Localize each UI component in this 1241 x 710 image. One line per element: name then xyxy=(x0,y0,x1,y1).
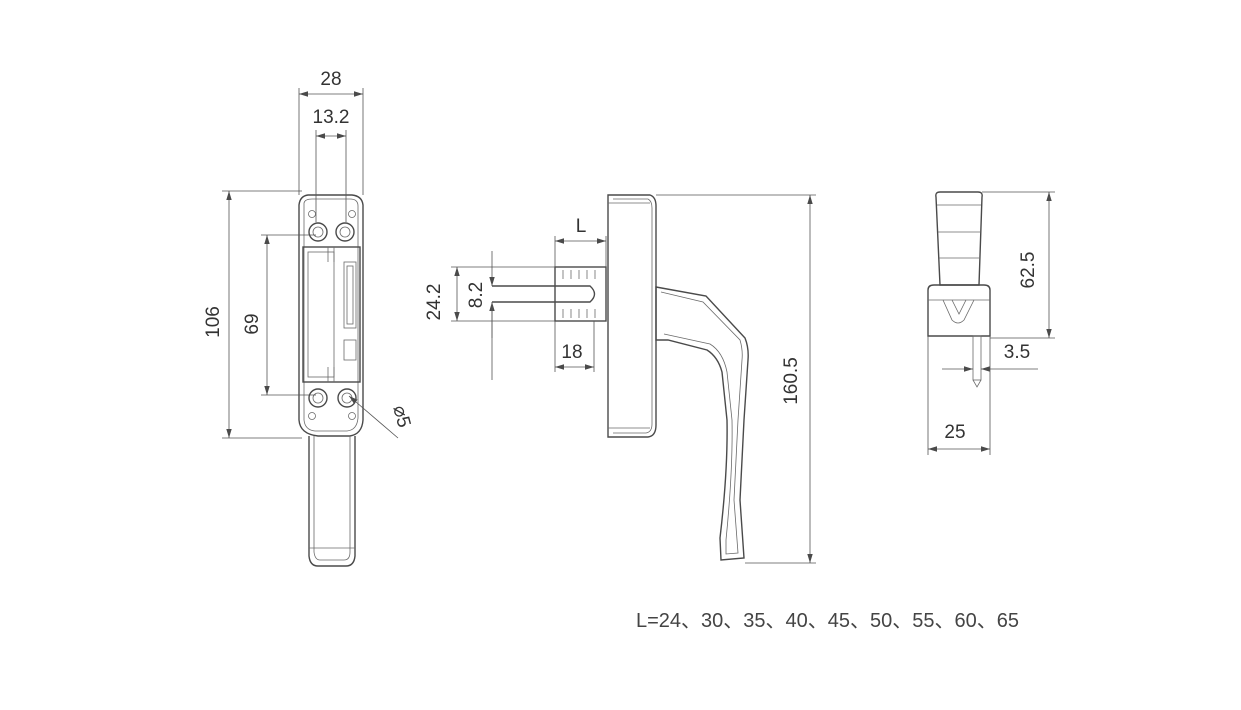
dim-front-width: 28 xyxy=(320,69,341,90)
dim-front-height: 106 xyxy=(203,306,224,338)
mounting-hole-bottom-left xyxy=(308,388,328,408)
dim-hole-diameter: ⌀5 xyxy=(388,403,414,430)
end-view xyxy=(927,191,991,388)
side-view xyxy=(492,194,749,561)
mounting-hole-top-left xyxy=(308,222,328,242)
length-options-note: L=24、30、35、40、45、50、55、60、65 xyxy=(636,610,1019,632)
end-base xyxy=(927,284,991,337)
front-view xyxy=(298,194,364,567)
end-dimensions: 62.5 3.5 25 xyxy=(927,191,1055,455)
dim-base-height: 24.2 xyxy=(424,284,445,321)
side-handle-lever xyxy=(655,286,749,561)
dim-side-offset: 3.5 xyxy=(1004,342,1030,363)
dim-spindle-depth: 18 xyxy=(561,342,582,363)
dim-total-length: 160.5 xyxy=(781,357,802,405)
front-dimensions: 28 13.2 106 69 ⌀5 xyxy=(203,69,414,439)
dim-spindle-square: 8.2 xyxy=(466,282,487,308)
dim-front-inner-height: 69 xyxy=(242,313,263,334)
front-handle-lever xyxy=(308,436,356,567)
side-dimensions: L 24.2 8.2 18 160.5 xyxy=(424,194,816,564)
mounting-hole-bottom-right xyxy=(337,388,357,408)
mounting-hole-top-right xyxy=(335,222,355,242)
dim-side-height: 62.5 xyxy=(1018,252,1039,289)
dim-front-inner-width: 13.2 xyxy=(313,107,350,128)
dim-side-width: 25 xyxy=(944,422,965,443)
front-mechanism-box xyxy=(302,246,361,383)
spindle-square xyxy=(554,266,607,322)
end-lever-top xyxy=(935,191,983,286)
dim-spindle-length: L xyxy=(576,216,587,237)
side-rose-plate xyxy=(607,194,657,438)
